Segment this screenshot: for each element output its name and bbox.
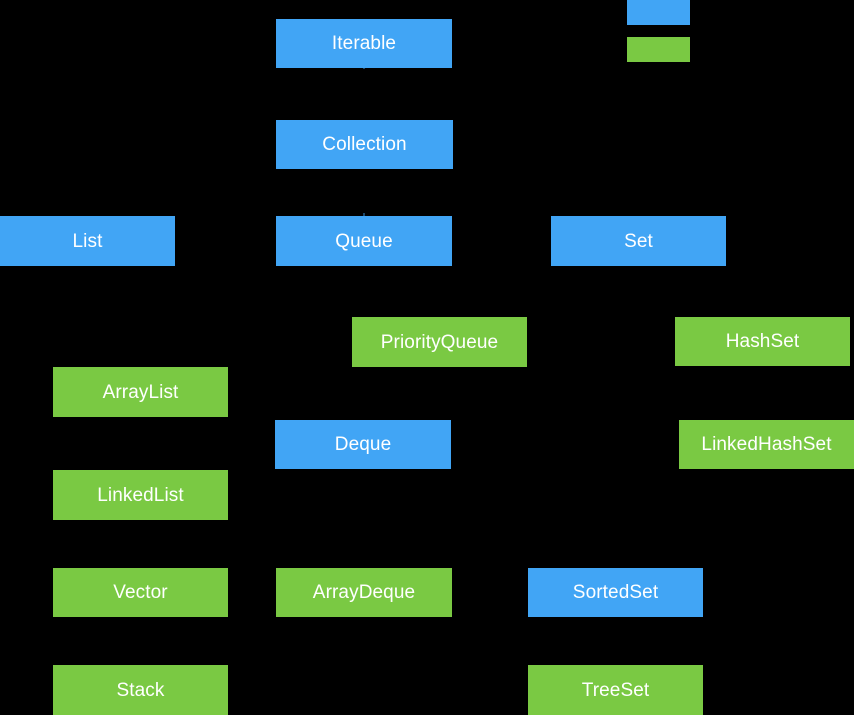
node-vector[interactable]: Vector xyxy=(53,568,228,617)
node-linkedlist[interactable]: LinkedList xyxy=(53,470,228,520)
node-priorityqueue-label: PriorityQueue xyxy=(380,331,499,353)
node-deque-label: Deque xyxy=(334,434,392,455)
node-arraydeque-label: ArrayDeque xyxy=(312,582,416,603)
node-iterable-label: Iterable xyxy=(331,33,397,54)
node-set-label: Set xyxy=(624,230,653,252)
node-priorityqueue[interactable]: PriorityQueue xyxy=(352,317,527,367)
node-sortedset-label: SortedSet xyxy=(572,582,659,603)
node-arraydeque[interactable]: ArrayDeque xyxy=(276,568,452,617)
node-arraylist-label: ArrayList xyxy=(102,381,179,403)
node-set[interactable]: Set xyxy=(551,216,726,266)
node-deque[interactable]: Deque xyxy=(275,420,451,469)
node-list[interactable]: List xyxy=(0,216,175,266)
node-sortedset[interactable]: SortedSet xyxy=(528,568,703,617)
node-collection[interactable]: Collection xyxy=(276,120,453,169)
connector-collection-queue xyxy=(363,213,365,216)
node-linkedhashset[interactable]: LinkedHashSet xyxy=(679,420,854,469)
interface-swatch xyxy=(627,0,690,25)
node-linkedhashset-label: LinkedHashSet xyxy=(701,434,832,455)
node-linkedlist-label: LinkedList xyxy=(97,484,184,506)
node-queue-label: Queue xyxy=(335,230,393,252)
node-collection-label: Collection xyxy=(322,134,407,155)
node-stack[interactable]: Stack xyxy=(53,665,228,715)
node-vector-label: Vector xyxy=(113,582,168,603)
node-treeset-label: TreeSet xyxy=(581,679,650,701)
node-stack-label: Stack xyxy=(116,679,165,701)
implementation-swatch xyxy=(627,37,690,62)
node-arraylist[interactable]: ArrayList xyxy=(53,367,228,417)
node-list-label: List xyxy=(72,230,103,252)
node-hashset-label: HashSet xyxy=(725,331,800,352)
node-treeset[interactable]: TreeSet xyxy=(528,665,703,715)
node-hashset[interactable]: HashSet xyxy=(675,317,850,366)
node-queue[interactable]: Queue xyxy=(276,216,452,266)
node-iterable[interactable]: Iterable xyxy=(276,19,452,68)
